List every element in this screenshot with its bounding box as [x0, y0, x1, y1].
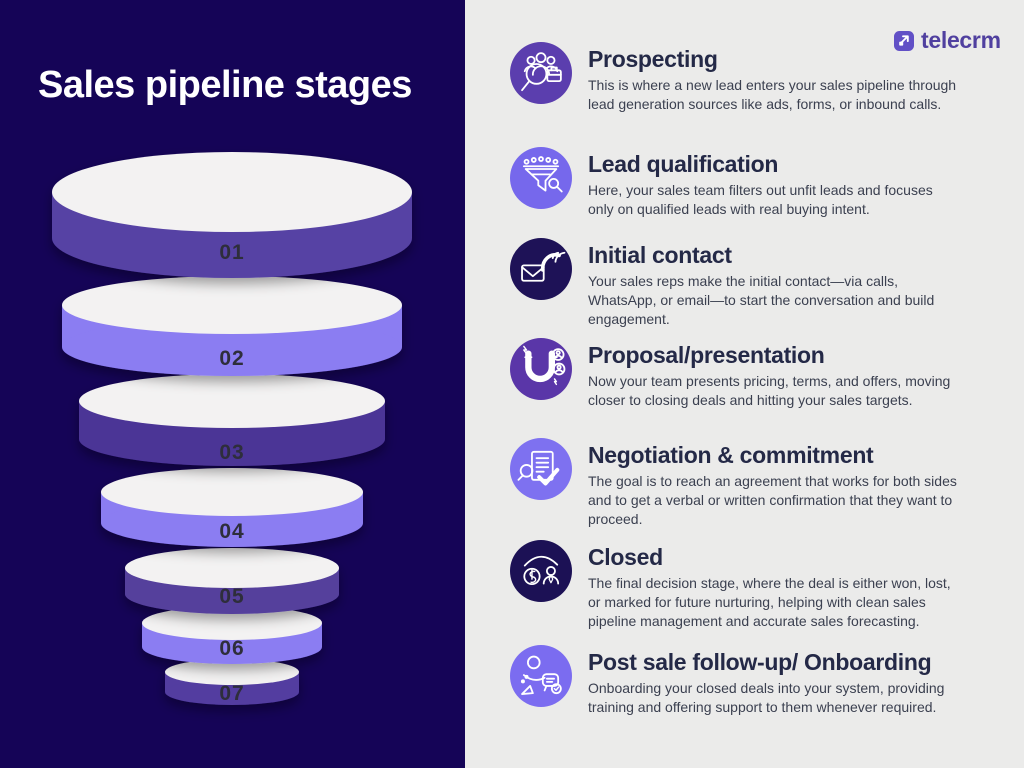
stage-description: Now your team presents pricing, terms, a… [588, 373, 951, 408]
search-people-icon [521, 52, 562, 92]
stage-description: Here, your sales team filters out unfit … [588, 182, 933, 217]
right-panel: telecrm Prospecting This is where a new … [465, 0, 1024, 768]
call-mail-icon [521, 251, 566, 282]
document-check-icon [517, 450, 560, 486]
stage-icon-circle [510, 540, 572, 602]
stage-description: Your sales reps make the initial contact… [588, 273, 935, 327]
stage-text: Closed The final decision stage, where t… [588, 540, 973, 631]
funnel-disc-number: 01 [219, 241, 244, 264]
page-title: Sales pipeline stages [38, 64, 412, 106]
stage-description: This is where a new lead enters your sal… [588, 77, 957, 112]
funnel-disc: 06 [142, 606, 322, 664]
stage-row: Lead qualification Here, your sales team… [510, 147, 980, 219]
stage-row: Prospecting This is where a new lead ent… [510, 42, 980, 114]
stage-icon-circle [510, 338, 572, 400]
funnel-disc-number: 05 [219, 585, 244, 608]
stage-title: Initial contact [588, 242, 732, 268]
stage-text: Lead qualification Here, your sales team… [588, 147, 973, 219]
stage-title: Proposal/presentation [588, 342, 825, 368]
onboarding-support-icon [520, 655, 562, 695]
stage-text: Post sale follow-up/ Onboarding Onboardi… [588, 645, 973, 717]
funnel-disc: 05 [125, 548, 339, 614]
stage-title: Post sale follow-up/ Onboarding [588, 649, 932, 675]
funnel-disc: 01 [52, 152, 412, 278]
stage-title: Lead qualification [588, 151, 779, 177]
stage-description: Onboarding your closed deals into your s… [588, 680, 945, 715]
stage-description: The goal is to reach an agreement that w… [588, 473, 957, 527]
stage-row: Initial contact Your sales reps make the… [510, 238, 980, 329]
stage-icon-circle [510, 645, 572, 707]
stage-title: Negotiation & commitment [588, 442, 874, 468]
stage-row: Post sale follow-up/ Onboarding Onboardi… [510, 645, 980, 717]
stage-description: The final decision stage, where the deal… [588, 575, 951, 629]
brand-logo: telecrm [893, 27, 1001, 54]
stage-icon-circle [510, 238, 572, 300]
stage-row: Negotiation & commitment The goal is to … [510, 438, 980, 529]
funnel-disc: 03 [79, 374, 385, 466]
funnel-disc: 02 [62, 276, 402, 376]
funnel-disc: 04 [101, 468, 363, 547]
stage-title: Prospecting [588, 46, 718, 72]
stage-text: Prospecting This is where a new lead ent… [588, 42, 973, 114]
stage-row: Proposal/presentation Now your team pres… [510, 338, 980, 410]
brand-name: telecrm [921, 27, 1001, 53]
magnet-leads-icon [523, 345, 566, 386]
funnel-disc: 07 [165, 659, 299, 705]
funnel-disc-number: 06 [219, 637, 244, 660]
left-panel: 07 06 05 04 03 02 01 Sales pipeline stages [0, 0, 465, 768]
stage-icon-circle [510, 438, 572, 500]
stage-row: Closed The final decision stage, where t… [510, 540, 980, 631]
stage-text: Negotiation & commitment The goal is to … [588, 438, 973, 529]
funnel-disc-number: 03 [219, 441, 244, 464]
stage-text: Initial contact Your sales reps make the… [588, 238, 973, 329]
deal-money-icon [523, 555, 560, 585]
stage-icon-circle [510, 42, 572, 104]
funnel-disc-number: 02 [219, 347, 244, 370]
lead-filter-funnel-icon [522, 156, 563, 193]
stage-title: Closed [588, 544, 663, 570]
sales-funnel-diagram: 07 06 05 04 03 02 01 [52, 152, 412, 705]
funnel-disc-number: 04 [219, 520, 244, 543]
telecrm-logo-icon [894, 30, 914, 51]
stage-icon-circle [510, 147, 572, 209]
funnel-disc-number: 07 [219, 682, 244, 705]
stage-text: Proposal/presentation Now your team pres… [588, 338, 973, 410]
